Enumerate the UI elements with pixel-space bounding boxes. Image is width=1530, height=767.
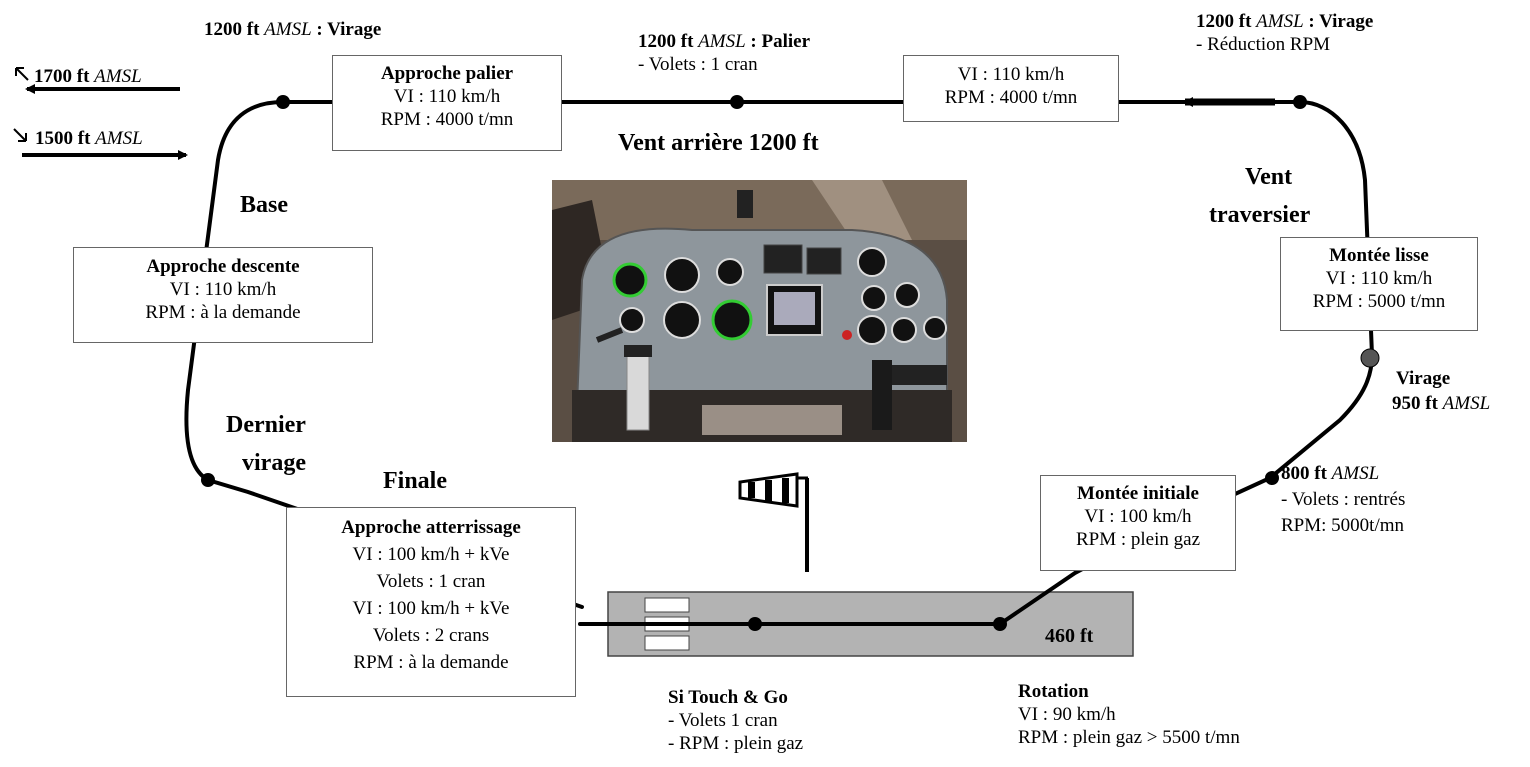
note-virage-950-alt: 950 ft AMSL	[1392, 393, 1491, 414]
runway-threshold-mark	[644, 597, 690, 613]
arrow-se-icon	[13, 128, 27, 142]
waypoint-dot	[993, 617, 1007, 631]
leg-label-virage: virage	[242, 450, 306, 476]
waypoint-dot-grey	[1360, 348, 1380, 368]
entry-altitude-1500: 1500 ft AMSL	[35, 128, 143, 149]
waypoint-dot	[1265, 471, 1279, 485]
waypoint-dot	[1293, 95, 1307, 109]
box-vent-arriere: VI : 110 km/h RPM : 4000 t/mn	[903, 55, 1119, 122]
note-touch-go: Si Touch & Go - Volets 1 cran - RPM : pl…	[668, 687, 804, 754]
runway-elevation: 460 ft	[1045, 625, 1094, 647]
runway-threshold-mark	[644, 635, 690, 651]
leg-label-finale: Finale	[383, 468, 447, 494]
leg-label-traversier: traversier	[1209, 202, 1311, 228]
note-virage-950: Virage	[1396, 368, 1451, 389]
box-approche-atterrissage: Approche atterrissage VI : 100 km/h + kV…	[286, 507, 576, 697]
box-approche-descente: Approche descente VI : 110 km/h RPM : à …	[73, 247, 373, 343]
leg-label-dernier: Dernier	[226, 412, 306, 438]
box-montee-initiale: Montée initiale VI : 100 km/h RPM : plei…	[1040, 475, 1236, 571]
waypoint-dot	[748, 617, 762, 631]
entry-altitude-1700: 1700 ft AMSL	[34, 66, 142, 87]
windsock-icon	[738, 472, 809, 572]
note-rotation: Rotation VI : 90 km/h RPM : plein gaz > …	[1018, 681, 1240, 748]
arrow-nw-icon	[15, 67, 29, 81]
box-montee-lisse: Montée lisse VI : 110 km/h RPM : 5000 t/…	[1280, 237, 1478, 331]
diagram-title: Vent arrière 1200 ft	[618, 130, 819, 156]
box-approche-palier: Approche palier VI : 110 km/h RPM : 4000…	[332, 55, 562, 151]
cockpit-photo	[552, 180, 967, 442]
waypoint-dot	[276, 95, 290, 109]
waypoint-dot	[730, 95, 744, 109]
note-palier: 1200 ft AMSL : Palier - Volets : 1 cran	[638, 31, 811, 75]
note-virage-right: 1200 ft AMSL : Virage - Réduction RPM	[1196, 11, 1374, 55]
note-virage-left: 1200 ft AMSL : Virage	[204, 19, 382, 40]
leg-label-vent: Vent	[1245, 164, 1293, 190]
waypoint-dot	[201, 473, 215, 487]
leg-label-base: Base	[240, 192, 288, 218]
note-800ft: 800 ft AMSL - Volets : rentrés RPM: 5000…	[1281, 463, 1406, 536]
